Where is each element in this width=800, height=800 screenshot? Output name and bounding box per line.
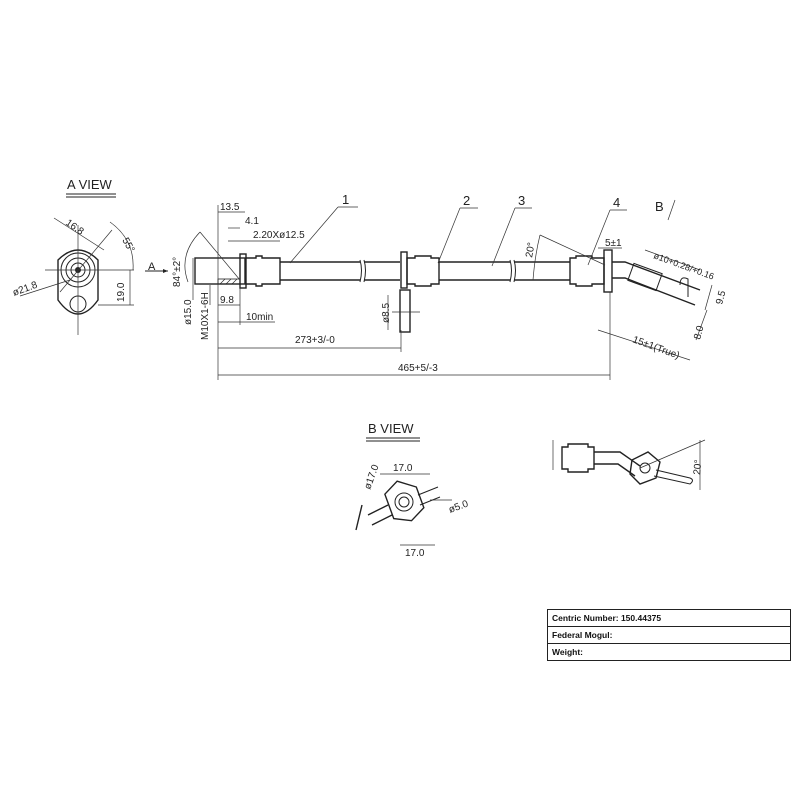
title-block: Centric Number: 150.44375 Federal Mogul:… xyxy=(547,609,791,661)
b-view: B VIEW 17.0 ø17.0 ø5.0 17.0 xyxy=(355,421,470,559)
a-view-label: A VIEW xyxy=(67,177,113,192)
dim-a-19-0: 19.0 xyxy=(116,282,127,302)
b-arrow-label: B xyxy=(655,199,664,214)
hose-main-view: A 1 2 3 4 B xyxy=(145,192,729,380)
dim-84: 84°±2° xyxy=(172,257,183,287)
callout-2: 2 xyxy=(463,193,470,208)
dim-20: 20° xyxy=(524,242,537,259)
federal-mogul: Federal Mogul: xyxy=(548,627,790,644)
b-view-label: B VIEW xyxy=(368,421,414,436)
dim-13-5: 13.5 xyxy=(220,202,240,213)
dim-10: ø10+0.28/+0.16 xyxy=(652,250,715,281)
weight: Weight: xyxy=(552,647,584,657)
dim-15-0: ø15.0 xyxy=(183,299,194,325)
dim-2-20: 2.20Xø12.5 xyxy=(253,230,305,241)
dim-b-17-0a: 17.0 xyxy=(393,463,413,474)
callout-1: 1 xyxy=(342,192,349,207)
a-view: A VIEW 16.8 55° ø21.8 19.0 xyxy=(11,177,136,335)
dim-a-21-8: ø21.8 xyxy=(11,280,39,299)
dim-9-8: 9.8 xyxy=(220,295,234,306)
dim-9-5: 9.5 xyxy=(714,289,728,306)
dim-a-55: 55° xyxy=(119,236,136,255)
centric-number: Centric Number: 150.44375 xyxy=(548,610,790,627)
dim-a-16-8: 16.8 xyxy=(63,217,86,237)
bend-detail-view: 20° xyxy=(552,439,706,490)
dim-b-5-0: ø5.0 xyxy=(447,498,470,515)
dim-465: 465+5/-3 xyxy=(398,363,438,374)
callout-3: 3 xyxy=(518,193,525,208)
a-arrow-label: A xyxy=(148,261,156,273)
dim-273: 273+3/-0 xyxy=(295,335,335,346)
dim-10min: 10min xyxy=(246,312,273,323)
dim-b-17-0b: ø17.0 xyxy=(362,463,381,491)
dim-8-5: ø8.5 xyxy=(381,303,392,323)
dim-b-17-0c: 17.0 xyxy=(405,548,425,559)
dim-4-1: 4.1 xyxy=(245,216,259,227)
dim-m10: M10X1-6H xyxy=(200,292,211,340)
dim-8-0: 8.0 xyxy=(692,324,706,341)
dim-15-1: 15±1(True) xyxy=(631,334,681,361)
dim-c-20: 20° xyxy=(692,459,704,475)
dim-5-1: 5±1 xyxy=(605,238,622,249)
callout-4: 4 xyxy=(613,195,620,210)
